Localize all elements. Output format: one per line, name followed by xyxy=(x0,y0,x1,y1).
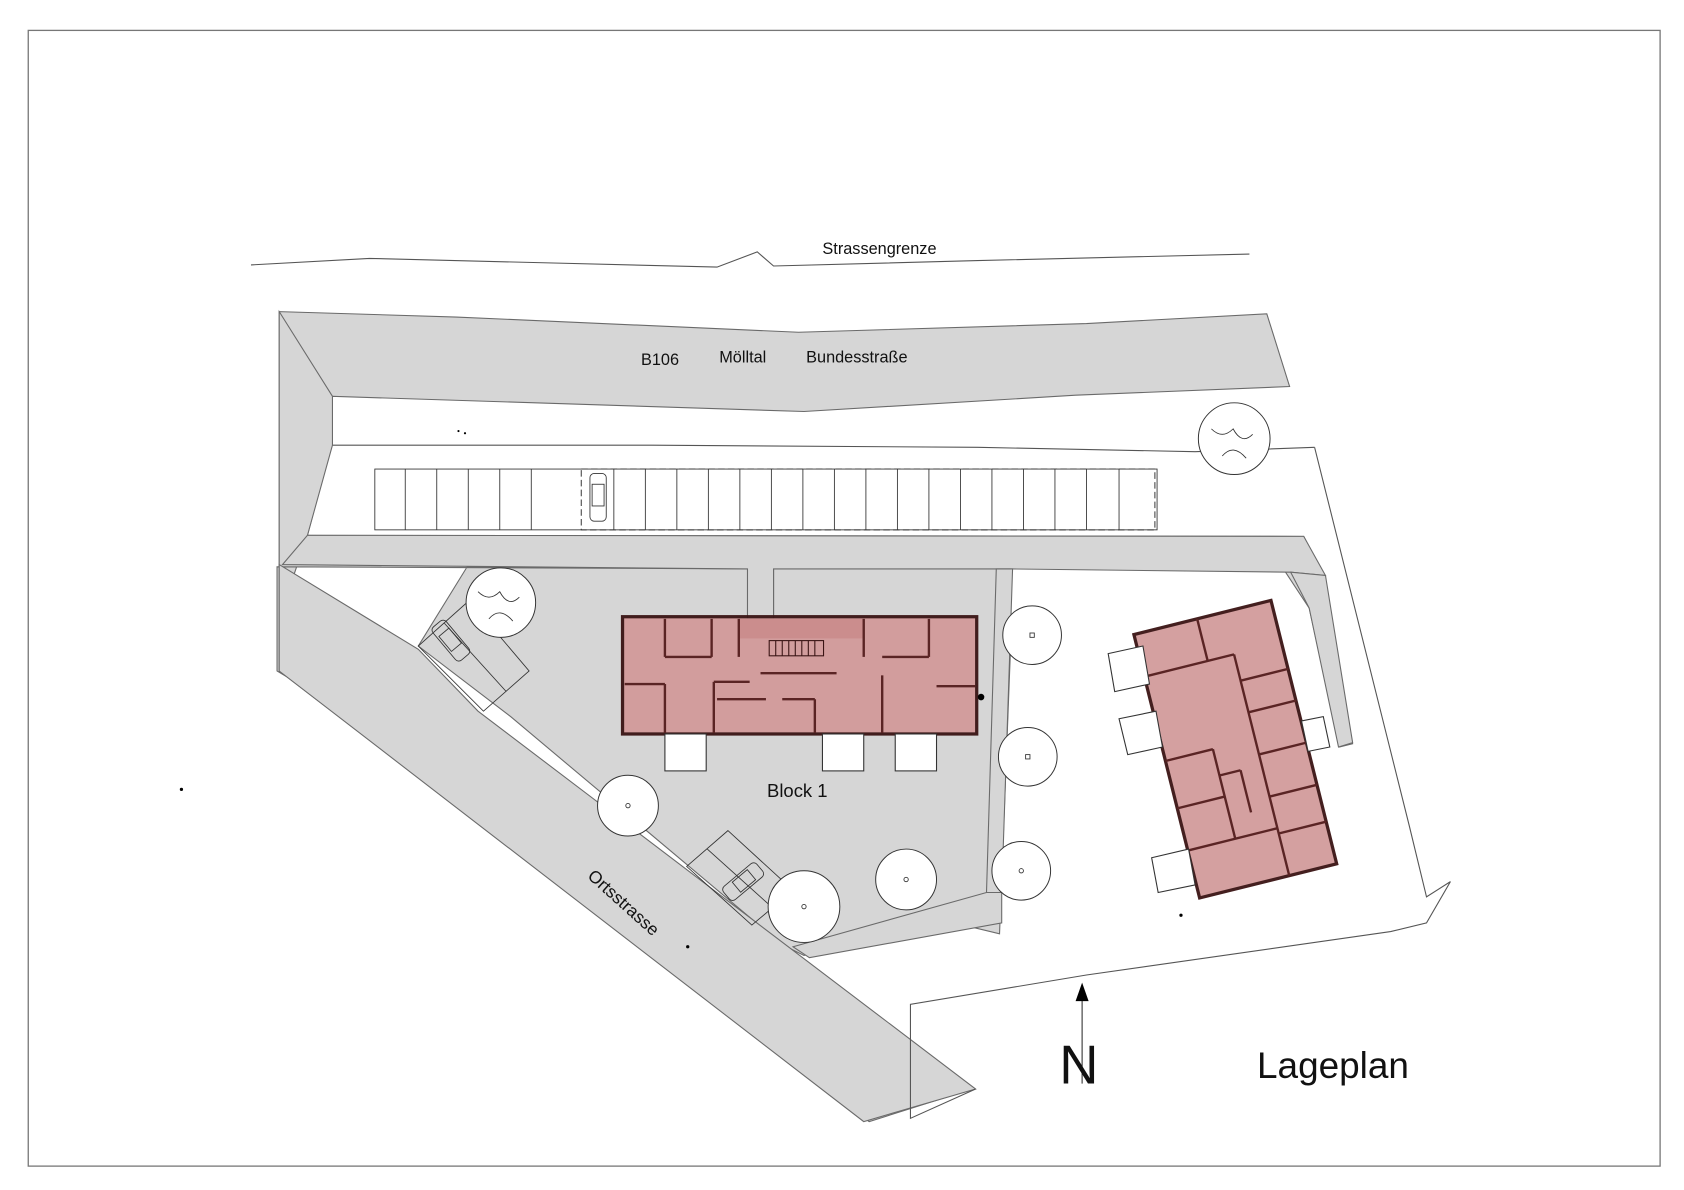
north-arrow-icon xyxy=(1075,982,1089,1084)
terrace xyxy=(821,733,865,772)
plan-title: Lageplan xyxy=(1257,1045,1409,1086)
terrace xyxy=(1118,710,1164,756)
terrace xyxy=(894,733,938,772)
tree-icon xyxy=(1002,605,1062,665)
tree-icon xyxy=(1197,402,1271,475)
terrace xyxy=(1151,848,1196,894)
parking-edge-line xyxy=(332,444,1315,453)
highway-type-label: Bundesstraße xyxy=(806,349,907,367)
tree-icon xyxy=(597,774,659,837)
tree-icon xyxy=(465,567,537,638)
highway-number-label: B106 xyxy=(641,351,679,369)
parking-bays xyxy=(374,468,1158,531)
terrace xyxy=(664,733,707,772)
terrace xyxy=(1107,645,1151,693)
car-icon xyxy=(589,472,607,522)
ortsstrasse-diagonal xyxy=(278,563,977,1123)
block-1-label: Block 1 xyxy=(767,780,828,801)
internal-road-south xyxy=(791,891,1003,959)
parcel-boundary-east xyxy=(909,447,1451,1120)
street-boundary-line xyxy=(250,251,1250,268)
internal-road-east xyxy=(1289,571,1354,748)
terrace xyxy=(1300,715,1331,752)
tree-icon xyxy=(875,848,938,911)
drawing-frame xyxy=(27,29,1661,1167)
building-block-1 xyxy=(620,615,985,736)
tree-icon xyxy=(767,870,841,943)
tree-icon xyxy=(991,840,1052,901)
stair-icon xyxy=(768,640,825,657)
street-boundary-label: Strassengrenze xyxy=(822,240,936,258)
entrance-marker xyxy=(977,693,985,701)
tree-icon xyxy=(997,726,1058,787)
north-label: N xyxy=(1059,1035,1098,1096)
carport-west xyxy=(417,599,530,712)
building-block-2 xyxy=(1131,598,1339,900)
internal-road-north xyxy=(281,534,1327,620)
highway-name-label: Mölltal xyxy=(719,349,766,367)
